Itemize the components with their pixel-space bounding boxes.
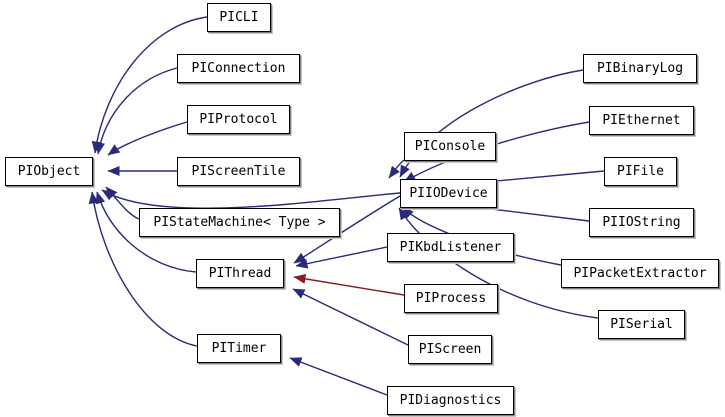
node-pipacketextractor[interactable]: PIPacketExtractor	[561, 259, 719, 288]
node-pifile[interactable]: PIFile	[604, 157, 677, 186]
node-label-piiodevice: PIIODevice	[409, 186, 488, 201]
node-label-piconsole: PIConsole	[414, 139, 486, 154]
node-piethernet[interactable]: PIEthernet	[589, 106, 694, 135]
node-label-pifile: PIFile	[617, 164, 664, 179]
node-label-piprocess: PIProcess	[415, 291, 487, 306]
node-piconnection[interactable]: PIConnection	[177, 54, 300, 83]
edge-piprocess-pithread	[293, 273, 405, 296]
edge-piscreen-pithread	[292, 288, 409, 346]
node-label-piiostring: PIIOString	[602, 215, 681, 230]
node-label-pistatemachine: PIStateMachine< Type >	[153, 215, 326, 230]
edge-pidiagnostics-pitimer	[289, 357, 388, 396]
edge-piprotocol-piobject	[107, 121, 188, 156]
node-label-pidiagnostics: PIDiagnostics	[399, 393, 502, 408]
node-piobject[interactable]: PIObject	[5, 157, 93, 186]
node-label-piscreentile: PIScreenTile	[191, 164, 286, 179]
node-piserial[interactable]: PISerial	[598, 310, 685, 339]
node-piconsole[interactable]: PIConsole	[404, 132, 496, 161]
node-pitimer[interactable]: PITimer	[197, 334, 281, 363]
node-label-piobject: PIObject	[17, 164, 81, 179]
node-piiostring[interactable]: PIIOString	[589, 208, 694, 237]
node-pidiagnostics[interactable]: PIDiagnostics	[387, 386, 514, 415]
node-label-piscreen: PIScreen	[418, 342, 482, 357]
edge-piiodevice-piobject	[101, 189, 401, 209]
node-label-pithread: PIThread	[208, 266, 272, 281]
node-label-pipacketextractor: PIPacketExtractor	[573, 266, 707, 281]
node-pibinarylog[interactable]: PIBinaryLog	[583, 54, 697, 83]
node-label-pitimer: PITimer	[211, 341, 267, 356]
edge-pistatemachine-piobject	[105, 186, 140, 220]
node-pikbdlistener[interactable]: PIKbdListener	[387, 233, 514, 262]
node-piscreen[interactable]: PIScreen	[408, 335, 492, 364]
node-pithread[interactable]: PIThread	[196, 259, 284, 288]
usage-edges	[293, 273, 405, 296]
node-pistatemachine[interactable]: PIStateMachine< Type >	[139, 208, 340, 237]
inheritance-edges	[88, 16, 605, 396]
node-label-picli: PICLI	[219, 10, 259, 25]
node-label-pibinarylog: PIBinaryLog	[596, 61, 684, 76]
edge-piconnection-piobject	[95, 67, 178, 155]
node-piiodevice[interactable]: PIIODevice	[400, 179, 497, 208]
edge-piconsole-piiodevice	[388, 159, 405, 179]
node-label-pikbdlistener: PIKbdListener	[399, 240, 502, 255]
edge-pikbdlistener-pithread	[295, 246, 388, 269]
node-picli[interactable]: PICLI	[207, 3, 271, 32]
node-label-piconnection: PIConnection	[191, 61, 286, 76]
node-piprocess[interactable]: PIProcess	[404, 284, 498, 313]
node-label-piprotocol: PIProtocol	[199, 112, 278, 127]
node-label-piethernet: PIEthernet	[602, 113, 681, 128]
node-piprotocol[interactable]: PIProtocol	[187, 105, 290, 134]
node-piscreentile[interactable]: PIScreenTile	[177, 157, 300, 186]
node-label-piserial: PISerial	[610, 317, 673, 332]
